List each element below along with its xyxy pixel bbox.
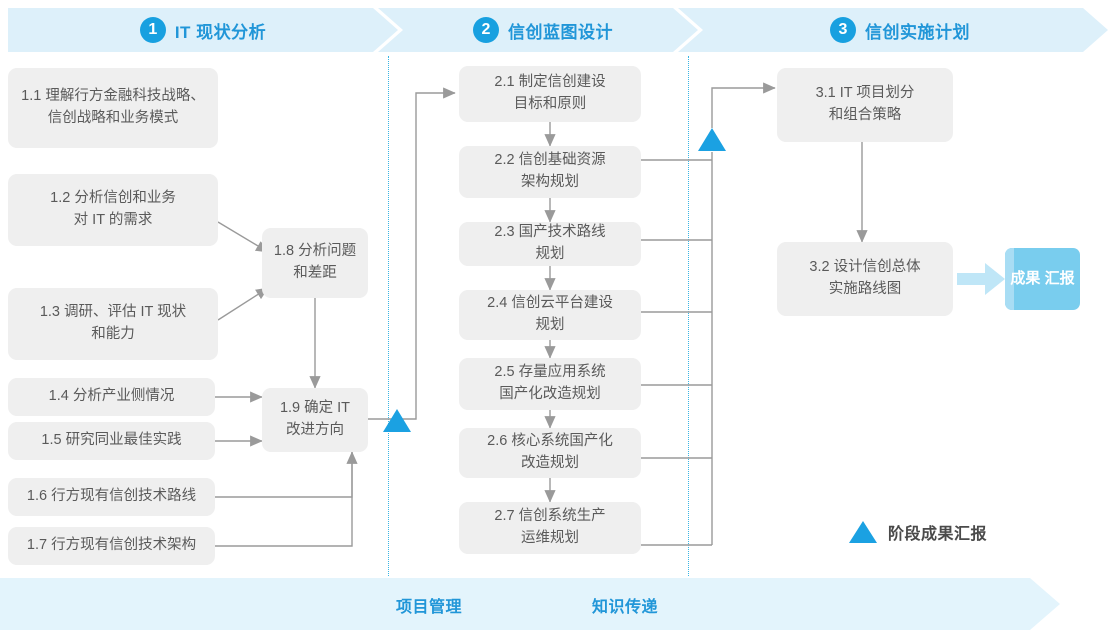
node-1-1-line2: 信创战略和业务模式 bbox=[47, 110, 179, 126]
node-1-3-line2: 和能力 bbox=[91, 326, 135, 342]
node-3-2-line1: 3.2 设计信创总体 bbox=[809, 259, 921, 276]
node-2-6-line2: 改造规划 bbox=[521, 455, 579, 471]
node-1-2[interactable]: 1.2 分析信创和业务 对 IT 的需求 bbox=[8, 174, 218, 246]
node-2-7[interactable]: 2.7 信创系统生产 运维规划 bbox=[459, 502, 641, 554]
legend-label: 阶段成果汇报 bbox=[888, 526, 988, 543]
node-3-1-line1: 3.1 IT 项目划分 bbox=[815, 85, 915, 102]
node-1-5-label: 1.5 研究同业最佳实践 bbox=[41, 432, 182, 449]
node-2-4-line1: 2.4 信创云平台建设 bbox=[487, 295, 613, 312]
phase-title-2: 信创蓝图设计 bbox=[508, 22, 613, 42]
node-1-8[interactable]: 1.8 分析问题 和差距 bbox=[262, 228, 368, 298]
result-badge-accent-bar bbox=[1005, 248, 1014, 310]
node-1-4-label: 1.4 分析产业侧情况 bbox=[48, 388, 175, 405]
phase-divider-2 bbox=[688, 56, 689, 576]
result-badge[interactable]: 成果 汇报 bbox=[1005, 248, 1080, 310]
node-1-8-line2: 和差距 bbox=[293, 265, 337, 281]
banner-shape-3 bbox=[678, 8, 1108, 52]
node-2-7-line1: 2.7 信创系统生产 bbox=[494, 508, 606, 525]
node-1-9[interactable]: 1.9 确定 IT 改进方向 bbox=[262, 388, 368, 452]
phase-divider-1 bbox=[388, 56, 389, 576]
node-2-4[interactable]: 2.4 信创云平台建设 规划 bbox=[459, 290, 641, 340]
phase-banner-2: 2 信创蓝图设计 bbox=[378, 8, 698, 52]
node-1-2-line2: 对 IT 的需求 bbox=[73, 212, 153, 228]
node-1-9-line2: 改进方向 bbox=[285, 422, 344, 438]
milestone-triangle-phase1 bbox=[383, 409, 411, 432]
phase-banner-1: 1 IT 现状分析 bbox=[8, 8, 398, 52]
node-2-3[interactable]: 2.3 国产技术路线 规划 bbox=[459, 222, 641, 266]
node-2-7-line2: 运维规划 bbox=[521, 530, 579, 546]
node-1-3[interactable]: 1.3 调研、评估 IT 现状 和能力 bbox=[8, 288, 218, 360]
legend: 阶段成果汇报 bbox=[849, 520, 987, 544]
node-2-4-line2: 规划 bbox=[535, 317, 565, 333]
result-badge-line1: 成果 bbox=[1010, 269, 1041, 287]
milestone-triangle-phase2 bbox=[698, 128, 726, 151]
node-2-2-line2: 架构规划 bbox=[521, 174, 579, 190]
footer-band: 项目管理 知识传递 bbox=[0, 578, 1060, 630]
phase-title-1: IT 现状分析 bbox=[174, 22, 267, 42]
node-1-6[interactable]: 1.6 行方现有信创技术路线 bbox=[8, 478, 215, 516]
node-2-5[interactable]: 2.5 存量应用系统 国产化改造规划 bbox=[459, 358, 641, 410]
banner-shape-2 bbox=[378, 8, 698, 52]
node-1-3-line1: 1.3 调研、评估 IT 现状 bbox=[39, 304, 187, 321]
node-2-6[interactable]: 2.6 核心系统国产化 改造规划 bbox=[459, 428, 641, 478]
footer-shape bbox=[0, 578, 1060, 630]
node-2-1[interactable]: 2.1 制定信创建设 目标和原则 bbox=[459, 66, 641, 122]
node-1-1-line1: 1.1 理解行方金融科技战略、 bbox=[21, 88, 205, 105]
node-1-2-line1: 1.2 分析信创和业务 bbox=[50, 190, 176, 207]
result-badge-line2: 汇报 bbox=[1044, 269, 1075, 287]
node-1-1[interactable]: 1.1 理解行方金融科技战略、 信创战略和业务模式 bbox=[8, 68, 218, 148]
result-arrow-icon bbox=[957, 263, 1005, 295]
node-2-1-line2: 目标和原则 bbox=[513, 96, 587, 112]
node-1-9-line1: 1.9 确定 IT bbox=[279, 400, 351, 417]
phase-number-2: 2 bbox=[473, 17, 499, 43]
node-3-1-line2: 和组合策略 bbox=[828, 107, 902, 123]
node-2-3-line2: 规划 bbox=[535, 246, 565, 262]
node-1-4[interactable]: 1.4 分析产业侧情况 bbox=[8, 378, 215, 416]
node-1-8-line1: 1.8 分析问题 bbox=[273, 243, 357, 260]
node-2-2-line1: 2.2 信创基础资源 bbox=[494, 152, 606, 169]
node-1-6-label: 1.6 行方现有信创技术路线 bbox=[26, 488, 197, 505]
node-3-2[interactable]: 3.2 设计信创总体 实施路线图 bbox=[777, 242, 953, 316]
node-1-5[interactable]: 1.5 研究同业最佳实践 bbox=[8, 422, 215, 460]
phase-number-3: 3 bbox=[830, 17, 856, 43]
phase-number-1: 1 bbox=[139, 17, 166, 43]
node-2-6-line1: 2.6 核心系统国产化 bbox=[487, 433, 613, 450]
banner-shape-1 bbox=[8, 8, 398, 52]
footer-label-right: 知识传递 bbox=[592, 599, 659, 616]
triangle-marker-icon bbox=[849, 521, 877, 543]
footer-label-left: 项目管理 bbox=[396, 599, 463, 616]
node-2-2[interactable]: 2.2 信创基础资源 架构规划 bbox=[459, 146, 641, 198]
node-1-7-label: 1.7 行方现有信创技术架构 bbox=[26, 537, 197, 554]
node-3-2-line2: 实施路线图 bbox=[828, 281, 902, 297]
node-3-1[interactable]: 3.1 IT 项目划分 和组合策略 bbox=[777, 68, 953, 142]
node-2-5-line1: 2.5 存量应用系统 bbox=[494, 364, 606, 381]
node-2-1-line1: 2.1 制定信创建设 bbox=[494, 74, 606, 91]
node-2-3-line1: 2.3 国产技术路线 bbox=[494, 224, 606, 241]
node-1-7[interactable]: 1.7 行方现有信创技术架构 bbox=[8, 527, 215, 565]
node-2-5-line2: 国产化改造规划 bbox=[499, 386, 601, 402]
phase-title-3: 信创实施计划 bbox=[865, 22, 970, 42]
phase-banner-3: 3 信创实施计划 bbox=[678, 8, 1108, 52]
